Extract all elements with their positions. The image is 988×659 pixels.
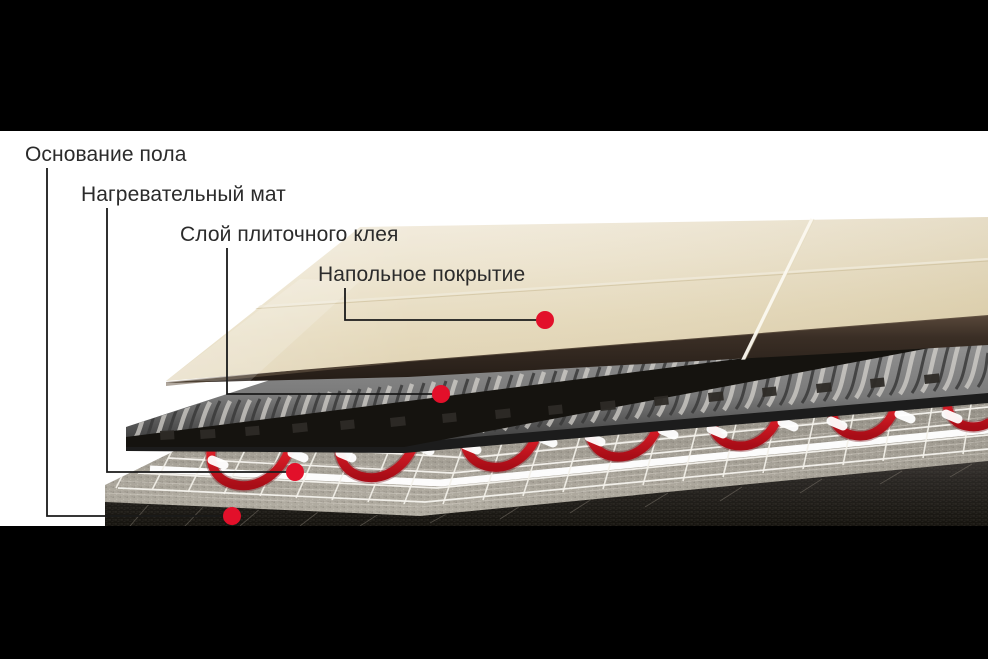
leader-line-mat (106, 208, 295, 473)
layer-floor-covering (166, 217, 988, 386)
illustration-canvas: Основание пола Нагревательный мат Слой п… (0, 131, 988, 526)
label-tile-adhesive-layer: Слой плиточного клея (180, 223, 399, 246)
label-heating-mat: Нагревательный мат (81, 183, 286, 206)
leader-line-glue (226, 248, 441, 395)
leader-line-base (46, 168, 232, 517)
letterbox-top (0, 0, 988, 131)
label-floor-base: Основание пола (25, 143, 187, 166)
floor-heating-cutaway-illustration (105, 217, 988, 526)
letterbox-bottom (0, 526, 988, 659)
leader-line-cover (344, 288, 545, 321)
callout-marker-base (223, 507, 241, 525)
callout-marker-glue (432, 385, 450, 403)
callout-leaders (46, 168, 554, 525)
label-floor-covering: Напольное покрытие (318, 263, 526, 286)
callout-marker-mat (286, 463, 304, 481)
callout-marker-cover (536, 311, 554, 329)
